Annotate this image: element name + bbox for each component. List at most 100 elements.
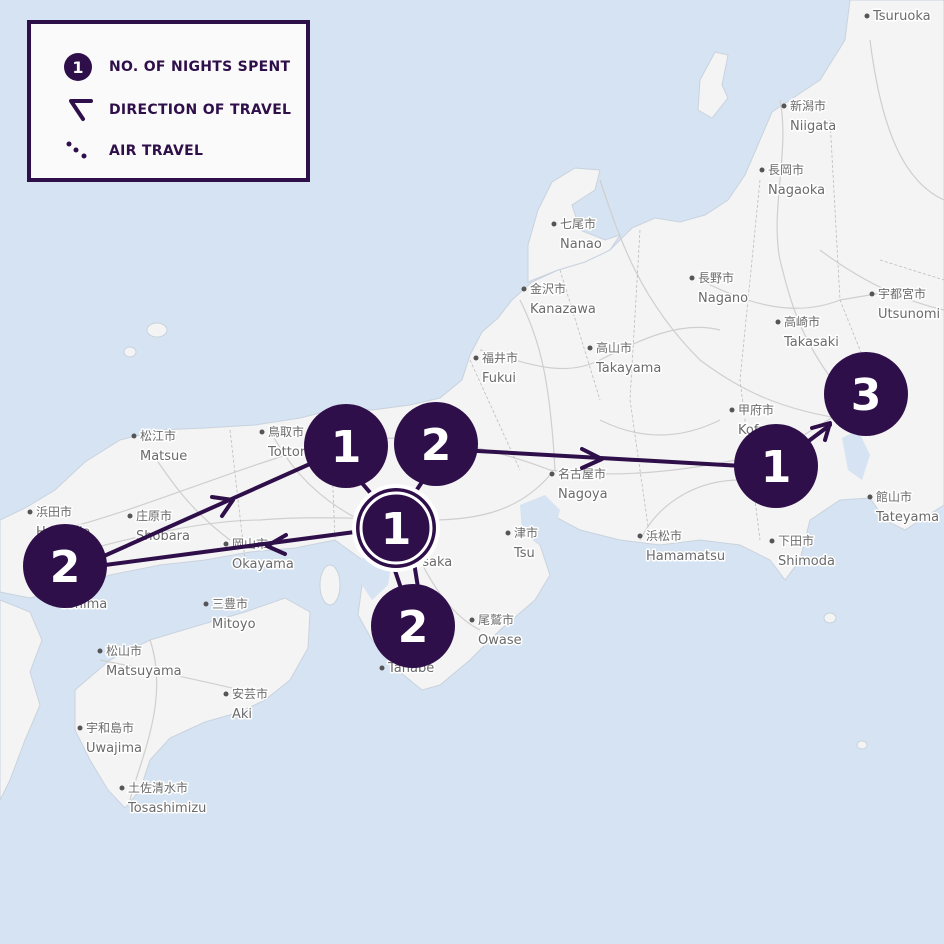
oki-island <box>146 322 168 338</box>
stop-marker <box>824 352 908 436</box>
legend-direction-label: DIRECTION OF TRAVEL <box>109 102 292 118</box>
city-name-en: Okayama <box>232 557 294 572</box>
city-name-en: Niigata <box>790 119 836 134</box>
route-osaka-hiroshima <box>103 528 372 567</box>
stop-fuji[interactable]: 1 <box>734 424 818 508</box>
air-travel-icon <box>63 136 103 166</box>
city-dot <box>549 471 555 477</box>
city-name-en: Tottori <box>267 445 309 460</box>
city-name-en: Fukui <box>482 371 516 386</box>
noto-peninsula <box>527 167 622 283</box>
city-name-en: Matsuyama <box>106 664 182 679</box>
city-dot <box>759 167 765 173</box>
city-name-jp: 名古屋市 <box>558 466 606 481</box>
city-dot <box>521 286 527 292</box>
awaji-island <box>319 564 341 606</box>
city-dot <box>689 275 695 281</box>
city-dot <box>729 407 735 413</box>
city-name-en: Tsuruoka <box>872 9 931 24</box>
stop-nights: 2 <box>50 542 81 593</box>
oki-island-small <box>123 346 137 358</box>
city-name-jp: 松山市 <box>106 643 142 658</box>
direction-arrow-4 <box>810 421 832 442</box>
city-name-en: Aki <box>232 707 252 722</box>
stop-marker <box>734 424 818 508</box>
city-name-en: Kanazawa <box>530 302 596 317</box>
ise-bay <box>520 495 560 545</box>
city-name-en: Takasaki <box>783 335 839 350</box>
map-legend: 1 NO. OF NIGHTS SPENT DIRECTION OF TRAVE… <box>27 20 310 182</box>
stop-nights: 1 <box>761 442 792 493</box>
city-name-jp: 土佐清水市 <box>128 780 188 795</box>
city-name-jp: 甲府市 <box>738 402 774 417</box>
city-dot <box>127 513 133 519</box>
direction-arrow-icon <box>63 95 103 125</box>
road-network <box>49 39 944 801</box>
city-name-jp: 長岡市 <box>768 162 804 177</box>
city-name-en: Takayama <box>595 361 661 376</box>
sado-island <box>697 51 729 119</box>
city-name-en: Utsunomi <box>878 307 940 322</box>
city-name-en: Nagano <box>698 291 748 306</box>
city-dot <box>259 429 265 435</box>
city-dot <box>379 665 385 671</box>
city-name-en: Nanao <box>560 237 602 252</box>
legend-air-label: AIR TRAVEL <box>109 143 204 159</box>
stop-kyoto[interactable]: 2 <box>394 402 478 486</box>
city-dot <box>867 494 873 500</box>
stop-marker <box>304 404 388 488</box>
city-name-jp: 長野市 <box>698 270 734 285</box>
stop-hiroshima[interactable]: 2 <box>23 524 107 608</box>
city-label: Tsuruoka <box>864 8 932 26</box>
stop-nights: 2 <box>421 420 452 471</box>
shikoku-landmass <box>74 597 311 809</box>
izu-island-2 <box>856 740 868 750</box>
city-name-jp: 福井市 <box>482 350 518 365</box>
city-label: 松山市 Matsuyama <box>97 642 183 681</box>
city-name-jp: 庄原市 <box>136 508 172 523</box>
city-name-en: Tosashimizu <box>127 801 206 816</box>
city-name-en: Shimoda <box>778 554 835 569</box>
city-label: 土佐清水市 Tosashimizu <box>119 779 208 818</box>
city-dot <box>551 221 557 227</box>
city-dot <box>637 533 643 539</box>
city-dot <box>769 538 775 544</box>
city-dot <box>781 103 787 109</box>
legend-nights-label: NO. OF NIGHTS SPENT <box>109 59 291 75</box>
nights-marker-number: 1 <box>72 58 83 77</box>
stop-marker-ring <box>359 491 433 565</box>
city-dot <box>119 785 125 791</box>
city-dot <box>223 541 229 547</box>
tokyo-bay <box>842 430 870 480</box>
city-dot <box>27 509 33 515</box>
city-name-jp: 松江市 <box>140 428 176 443</box>
city-name-jp: 三豊市 <box>212 596 248 611</box>
city-name-en: Tsu <box>513 546 535 561</box>
stop-tokyo[interactable]: 3 <box>824 352 908 436</box>
legend-row-direction: DIRECTION OF TRAVEL <box>63 95 291 125</box>
direction-arrow-2 <box>265 533 288 556</box>
city-name-en: Uwajima <box>86 741 142 756</box>
city-dot <box>864 13 870 19</box>
stop-osaka[interactable]: 1 <box>352 484 440 572</box>
stop-tottori[interactable]: 1 <box>304 404 388 488</box>
route-hiroshima-tottori <box>93 453 332 562</box>
stop-kii[interactable]: 2 <box>371 584 455 668</box>
city-name-jp: 新潟市 <box>790 98 826 113</box>
city-name-en: Tateyama <box>875 510 939 525</box>
stop-marker <box>23 524 107 608</box>
stop-nights: 1 <box>331 422 362 473</box>
